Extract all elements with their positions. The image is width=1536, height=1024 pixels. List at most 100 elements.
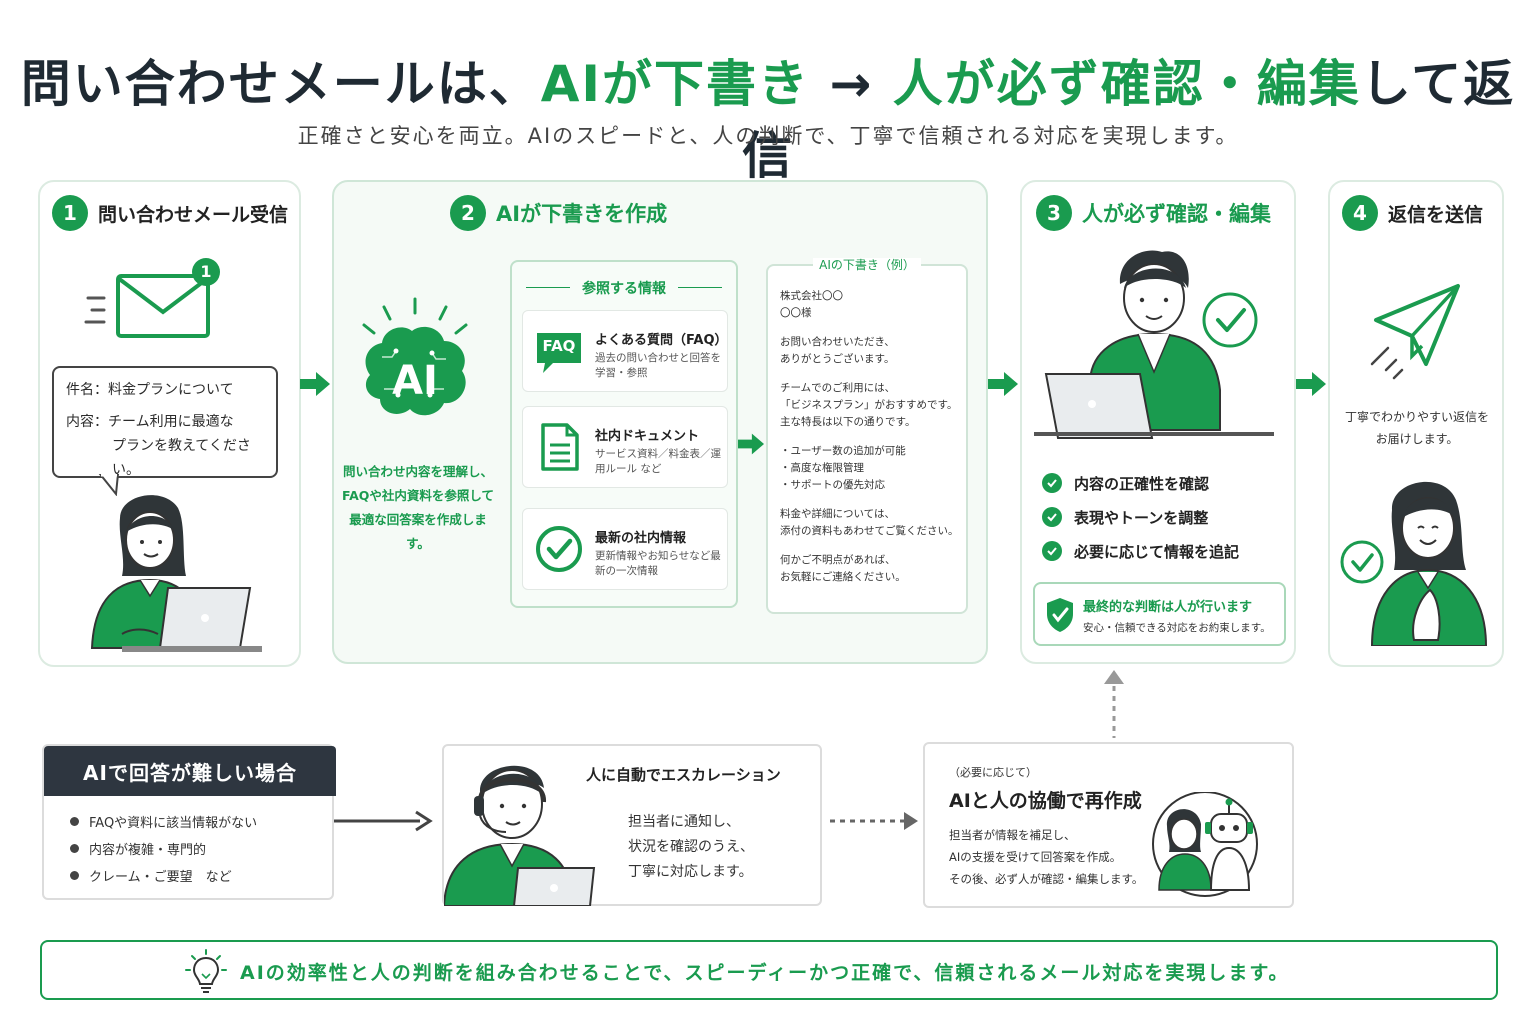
draft-line: 何かご不明点があれば、: [780, 554, 896, 566]
step2-desc-line2: FAQや社内資料を参照して: [341, 488, 495, 503]
escalation-line: 状況を確認のうえ、: [628, 839, 754, 855]
subject-value: 料金プランについて: [108, 382, 234, 398]
hard-case-item: クレーム・ご要望 など: [70, 862, 257, 889]
shield-check-icon: [1047, 598, 1073, 632]
checklist-item: 必要に応じて情報を追記: [1042, 534, 1239, 568]
escalation-line: 担当者に通知し、: [628, 814, 740, 830]
step4-description: 丁寧でわかりやすい返信を お届けします。: [1332, 406, 1502, 450]
checklist-item: 表現やトーンを調整: [1042, 500, 1239, 534]
final-judgment-box: 最終的な判断は人が行います 安心・信頼できる対応をお約束します。: [1033, 582, 1286, 646]
ref-title-latest: 最新の社内情報: [595, 531, 687, 546]
step3-title: 人が必ず確認・編集: [1082, 202, 1271, 226]
subject-label: 件名：: [66, 382, 108, 398]
ref-item-faq: FAQ よくある質問（FAQ） 過去の問い合わせと回答を学習・参照: [522, 310, 728, 392]
dashed-arrow-up: [1104, 670, 1124, 738]
collaboration-box: （必要に応じて） AIと人の協働で再作成 担当者が情報を補足し、 AIの支援を受…: [923, 742, 1294, 908]
ref-title-faq: よくある質問（FAQ）: [595, 333, 728, 348]
step1-number: 1: [52, 195, 88, 231]
hard-case-box: AIで回答が難しい場合 FAQや資料に該当情報がない 内容が複雑・専門的 クレー…: [42, 744, 336, 900]
title-part-ai: AIが下書き: [540, 55, 811, 113]
draft-line: 主な特長は以下の通りです。: [780, 416, 916, 428]
check-icon: [1042, 541, 1062, 561]
collab-title: AIと人の協働で再作成: [949, 790, 1142, 812]
collab-line: AIの支援を受けて回答案を作成。: [949, 850, 1122, 864]
ai-brain-label: AI: [392, 358, 438, 404]
document-icon: [541, 423, 579, 471]
reviewer-man-illustration: [1034, 250, 1274, 439]
step4-desc-line1: 丁寧でわかりやすい返信を: [1344, 410, 1489, 424]
step2-desc-line1: 問い合わせ内容を理解し、: [342, 464, 493, 479]
escalation-box: 人に自動でエスカレーション 担当者に通知し、 状況を確認のうえ、 丁寧に対応しま…: [442, 744, 822, 906]
draft-title: AIの下書き（例）: [768, 256, 966, 273]
step4-desc-line2: お届けします。: [1375, 432, 1459, 446]
hard-case-title: AIで回答が難しい場合: [44, 746, 336, 796]
draft-line: ありがとうございます。: [780, 353, 895, 365]
final-judgment-title: 最終的な判断は人が行います: [1083, 600, 1253, 615]
hard-case-list: FAQや資料に該当情報がない 内容が複雑・専門的 クレーム・ご要望 など: [70, 808, 257, 889]
bullet-dot: [70, 844, 79, 853]
check-circle-icon: [536, 526, 582, 572]
step4-title: 返信を送信: [1388, 203, 1484, 226]
support-agent-illustration: [444, 765, 596, 906]
unread-badge: 1: [200, 262, 212, 281]
ref-desc-faq: 過去の問い合わせと回答を学習・参照: [595, 352, 721, 379]
checklist-text: 必要に応じて情報を追記: [1074, 542, 1240, 561]
checklist-item: 内容の正確性を確認: [1042, 466, 1239, 500]
step2-header: 2 AIが下書きを作成: [450, 195, 667, 231]
faq-icon-text: FAQ: [542, 337, 576, 355]
step2-number: 2: [450, 195, 486, 231]
step4-header: 4 返信を送信: [1342, 195, 1483, 231]
ai-brain-icon: [362, 297, 468, 416]
step2-desc-line3: 最適な回答案を作成します。: [349, 512, 487, 551]
draft-line: 料金や詳細については、: [780, 508, 895, 520]
paper-plane-icon: [1370, 284, 1460, 380]
arrow-to-escalation: [334, 810, 433, 832]
reference-title: 参照する情報: [512, 278, 736, 298]
reference-info-box: 参照する情報 FAQ よくある質問（FAQ） 過去の問い合わせと回答を学習・参照…: [510, 260, 738, 608]
hard-case-text: クレーム・ご要望 など: [89, 870, 232, 885]
draft-line: 〇〇様: [780, 307, 812, 319]
customer-woman-illustration: [90, 495, 262, 652]
title-arrow: →: [810, 55, 893, 113]
ref-desc-latest: 更新情報やお知らせなど最新の一次情報: [595, 550, 721, 577]
check-icon: [1042, 507, 1062, 527]
step1-header: 1 問い合わせメール受信: [52, 195, 288, 231]
draft-line: 「ビジネスプラン」がおすすめです。: [780, 399, 958, 411]
collab-line: その後、必ず人が確認・編集します。: [949, 872, 1144, 886]
ai-draft-box: AIの下書き（例） 株式会社〇〇〇〇様 お問い合わせいただき、ありがとうございま…: [766, 258, 968, 614]
flow-arrow-1: [300, 372, 330, 396]
ref-item-docs: 社内ドキュメント サービス資料／料金表／運用ルール など: [522, 406, 728, 488]
dashed-arrow-right: [830, 812, 918, 830]
checklist-text: 内容の正確性を確認: [1074, 474, 1210, 493]
step2-title: AIが下書きを作成: [496, 202, 668, 226]
bubble-tail: [98, 474, 120, 496]
body-line1: チーム利用に最適な: [108, 414, 234, 430]
check-icon: [1042, 473, 1062, 493]
summary-banner: AIの効率性と人の判断を組み合わせることで、スピーディーかつ正確で、信頼されるメ…: [40, 940, 1498, 1000]
flow-arrow-3: [1296, 372, 1326, 396]
step2-description: 問い合わせ内容を理解し、 FAQや社内資料を参照して 最適な回答案を作成します。: [338, 460, 498, 556]
hard-case-text: FAQや資料に該当情報がない: [89, 816, 258, 831]
page-subtitle: 正確さと安心を両立。AIのスピードと、人の判断で、丁寧で信頼される対応を実現しま…: [297, 124, 1239, 148]
flow-arrow-ref-to-draft: [738, 433, 764, 455]
page-title: 問い合わせメールは、AIが下書き → 人が必ず確認・編集して返信: [0, 44, 1536, 188]
hard-case-text: 内容が複雑・専門的: [89, 843, 207, 858]
draft-bullet: ・ユーザー数の追加が可能: [780, 445, 906, 457]
step3-header: 3 人が必ず確認・編集: [1036, 195, 1271, 231]
draft-line: お気軽にご連絡ください。: [780, 571, 906, 583]
review-checklist: 内容の正確性を確認 表現やトーンを調整 必要に応じて情報を追記: [1042, 466, 1239, 568]
human-robot-icon: [1152, 792, 1258, 897]
flow-arrow-2: [988, 372, 1018, 396]
bullet-dot: [70, 817, 79, 826]
escalation-text: 担当者に通知し、 状況を確認のうえ、 丁寧に対応します。: [628, 810, 754, 885]
step4-number: 4: [1342, 195, 1378, 231]
draft-line: チームでのご利用には、: [780, 382, 896, 394]
step1-title: 問い合わせメール受信: [98, 203, 289, 226]
body-label: 内容：: [66, 414, 108, 430]
draft-body: 株式会社〇〇〇〇様 お問い合わせいただき、ありがとうございます。 チームでのご利…: [780, 288, 964, 586]
happy-woman-illustration: [1340, 481, 1488, 646]
mail-icon: [84, 258, 220, 338]
collab-note: （必要に応じて）: [949, 766, 1037, 779]
final-judgment-desc: 安心・信頼できる対応をお約束します。: [1083, 622, 1271, 634]
collab-text: 担当者が情報を補足し、 AIの支援を受けて回答案を作成。 その後、必ず人が確認・…: [949, 824, 1149, 890]
